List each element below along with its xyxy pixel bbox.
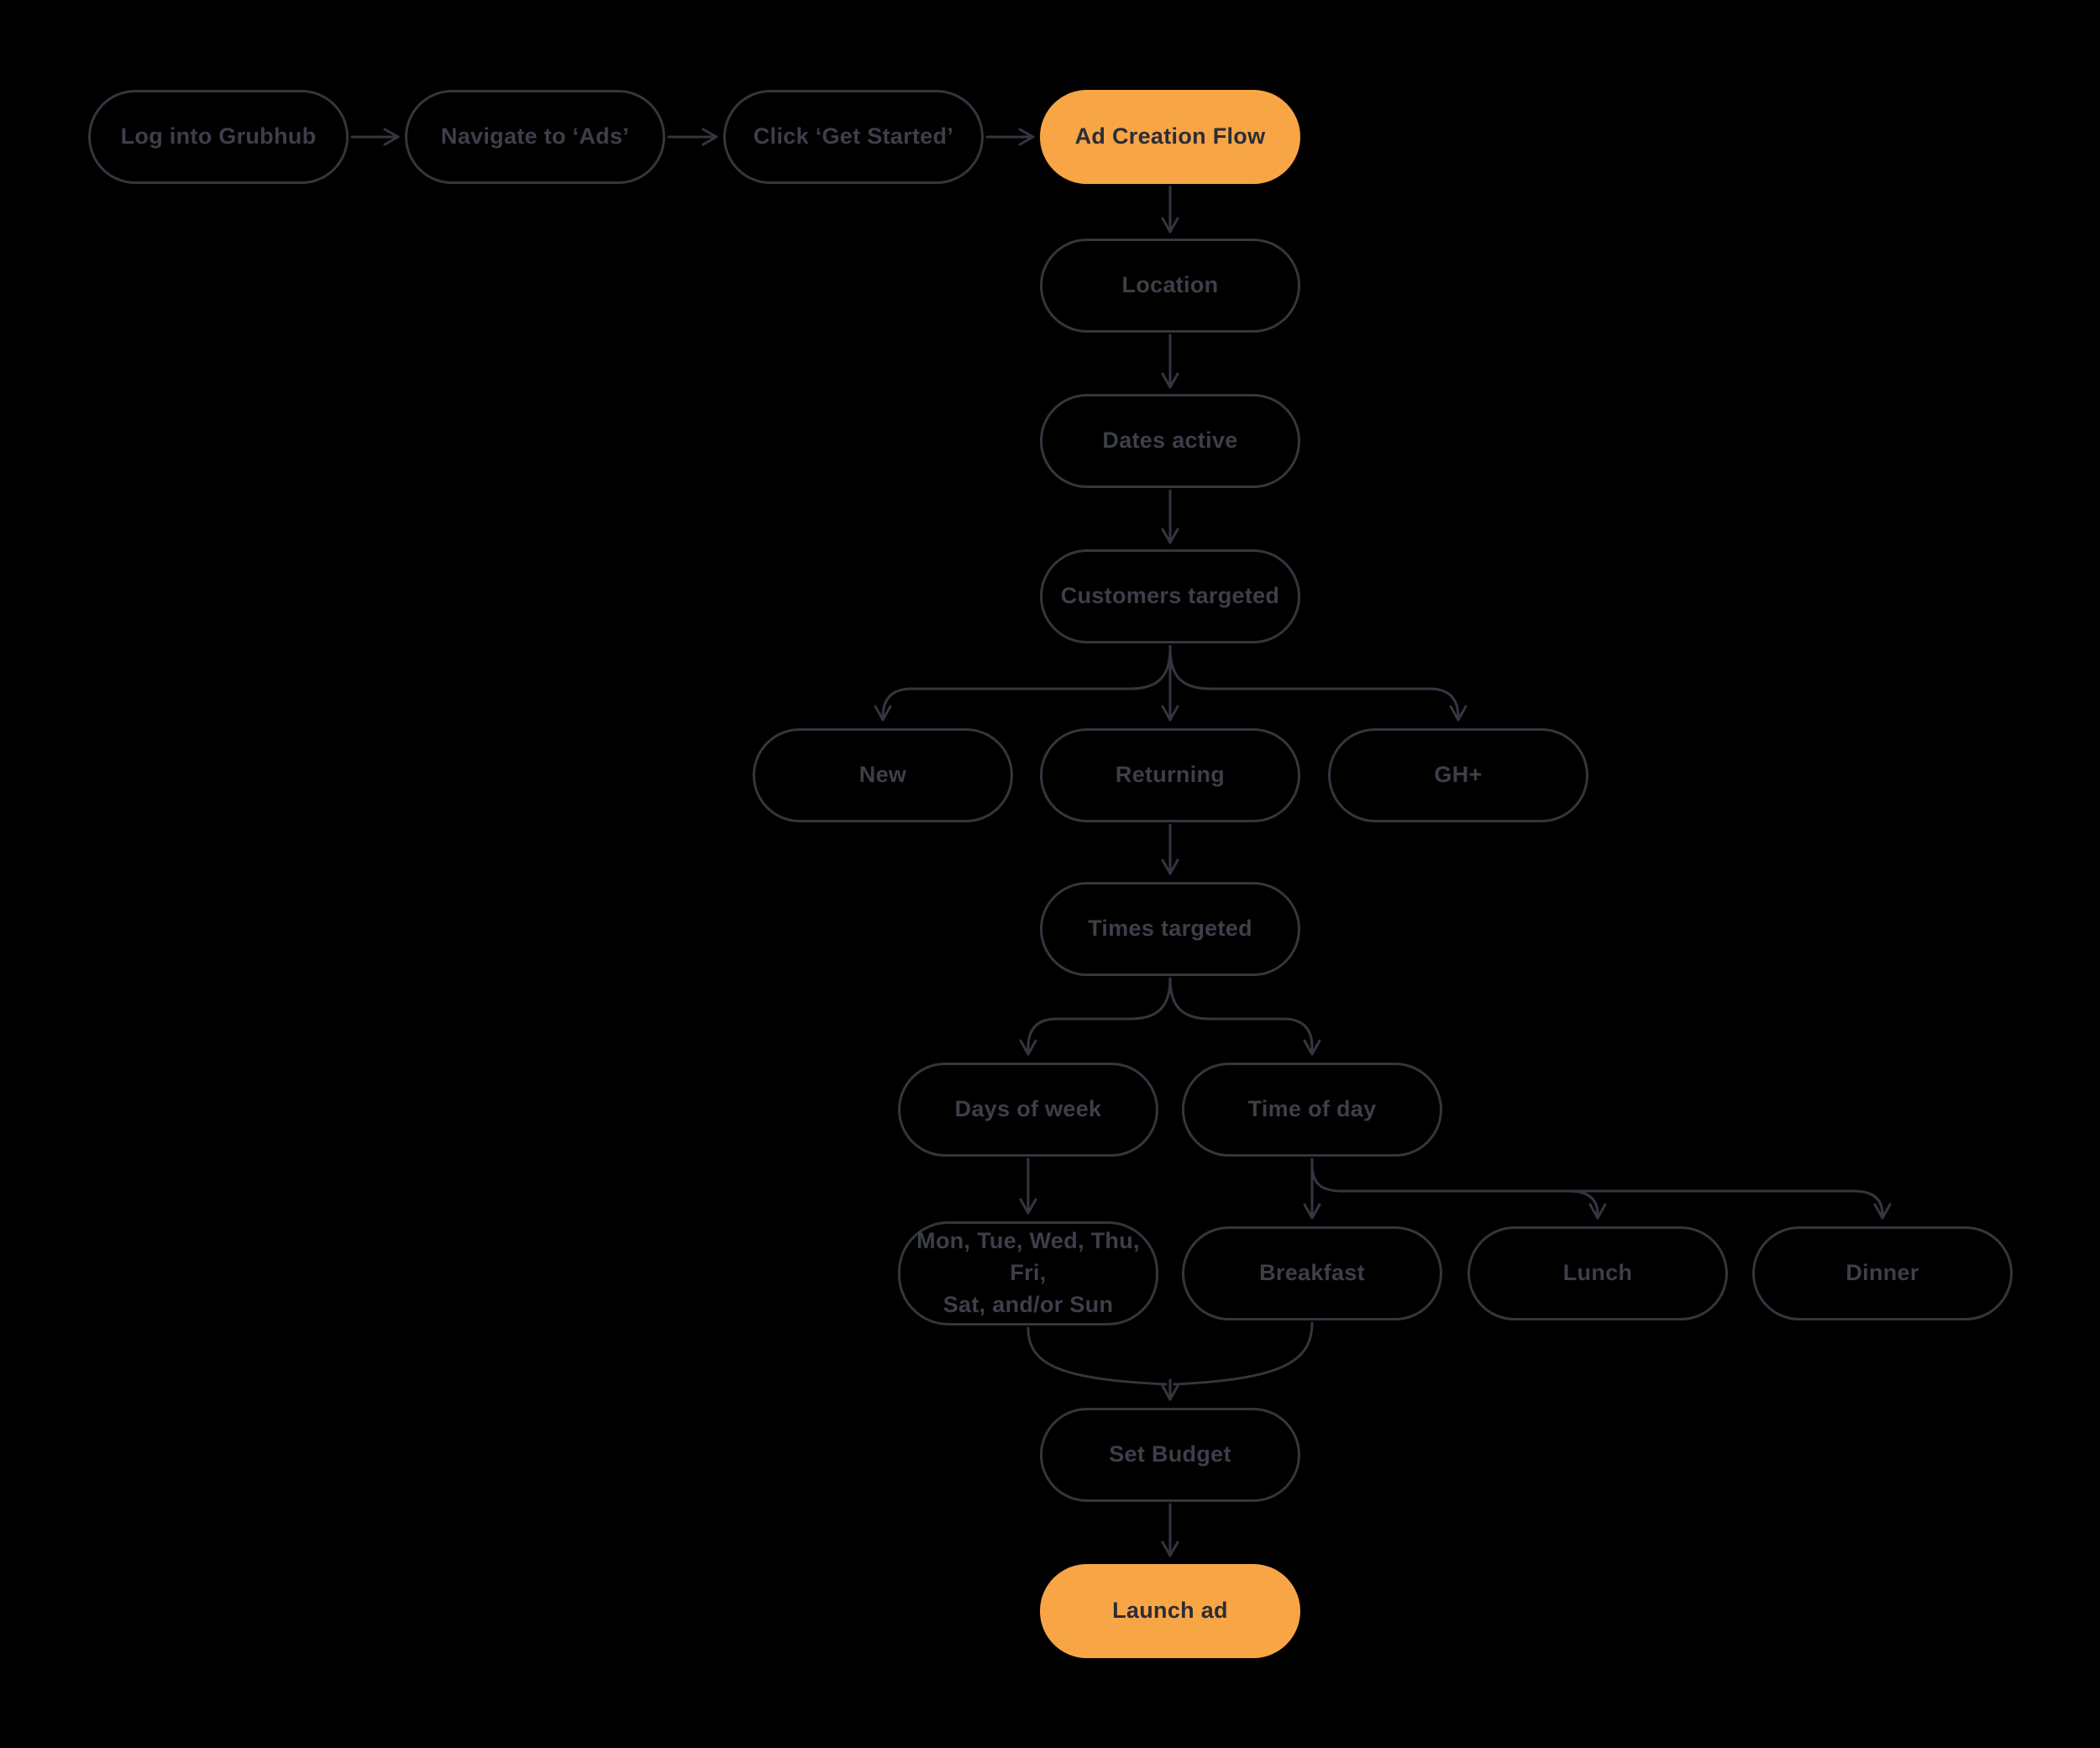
node-ad-creation-flow: Ad Creation Flow (1040, 90, 1300, 184)
node-dates-active: Dates active (1040, 394, 1300, 488)
edge-monsun-to-merge (1026, 1326, 1168, 1386)
edge-timeofday-to-lunch (1310, 1163, 1607, 1220)
node-dinner: Dinner (1752, 1226, 2013, 1320)
node-times-targeted: Times targeted (1040, 882, 1300, 976)
node-days-of-week: Days of week (898, 1063, 1158, 1157)
node-new: New (753, 728, 1013, 822)
node-launch-ad: Launch ad (1040, 1564, 1300, 1658)
edge-customers-to-new (874, 647, 1172, 722)
node-click-get-started: Click ‘Get Started’ (723, 90, 984, 184)
node-gh-plus: GH+ (1328, 728, 1588, 822)
node-returning: Returning (1040, 728, 1300, 822)
node-time-of-day: Time of day (1182, 1063, 1442, 1157)
edge-customers-to-ghplus (1168, 647, 1467, 722)
edge-times-to-days (1019, 977, 1172, 1056)
node-customers-targeted: Customers targeted (1040, 549, 1300, 643)
edge-times-to-timeofday (1168, 977, 1321, 1056)
edge-breakfast-to-merge (1173, 1321, 1314, 1386)
node-set-budget: Set Budget (1040, 1408, 1300, 1502)
node-days-list: Mon, Tue, Wed, Thu, Fri, Sat, and/or Sun (898, 1221, 1158, 1325)
node-log-into-grubhub: Log into Grubhub (88, 90, 349, 184)
node-lunch: Lunch (1467, 1226, 1728, 1320)
node-location: Location (1040, 239, 1300, 333)
node-navigate-to-ads: Navigate to ‘Ads’ (405, 90, 665, 184)
edge-timeofday-to-dinner (1426, 1189, 1892, 1220)
node-breakfast: Breakfast (1182, 1226, 1442, 1320)
